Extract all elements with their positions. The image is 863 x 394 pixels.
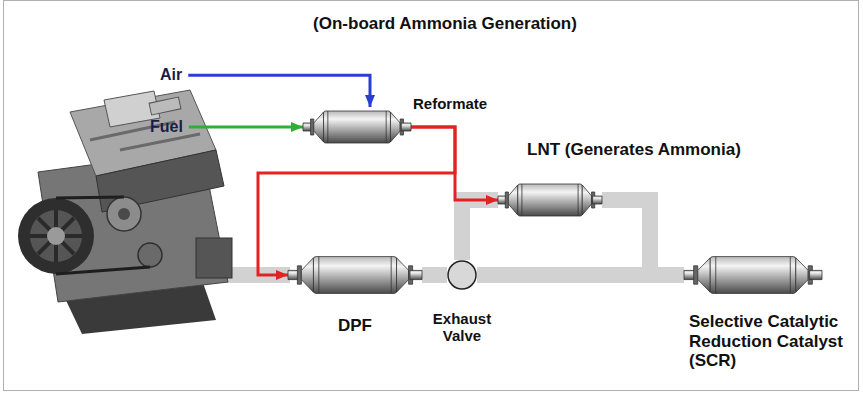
fan-blades [30,210,82,262]
label-box: Reformate [413,95,508,112]
exhaust-manifold [196,238,232,278]
flow-arrow [258,127,455,275]
diagram-title: (On-board Ammonia Generation) [290,14,600,34]
canister-part [578,184,579,216]
frame [4,1,859,391]
canister-part [301,258,313,293]
canister-part [313,257,396,294]
exhaust-pipe [477,267,684,283]
canister-part [397,258,409,293]
canister-part [521,184,522,216]
hose [120,134,200,150]
alternator-pulley [118,208,130,220]
canister-part [324,111,391,143]
canister-outline [303,107,411,147]
idler-pulley [138,243,162,267]
valve-circle [448,261,476,289]
canister-part [710,257,796,294]
canister-part [790,257,791,294]
canister-part [582,185,591,215]
exhaust-pipe [462,200,498,260]
sensor [149,97,181,115]
node-label: Reformate [413,95,508,112]
input-label: Fuel [150,118,183,136]
dpf-canister: DPF [288,252,422,298]
canister-part [386,111,387,143]
canister-part [593,196,602,204]
label-box: Exhaust Valve [417,310,507,345]
canister-part [314,112,324,142]
canister-part [694,266,698,284]
canister-part [410,270,422,279]
node-label: Exhaust Valve [417,310,507,345]
flow-arrow [188,75,370,107]
canister-part [698,258,710,293]
canister-part [796,258,808,293]
node-label: Selective Catalytic Reduction Catalyst (… [689,312,854,371]
canister-outline [288,252,422,298]
canister-part [391,257,392,294]
fan [18,198,94,274]
reformer-canister: Reformate [303,107,411,147]
exhaust-pipe [422,267,447,283]
canister-part [401,123,411,131]
input-label: Air [160,66,182,84]
canister-part [508,185,517,215]
canister-outline [684,252,822,298]
label-box: DPF [288,316,422,336]
canister-part [318,257,319,294]
canister-part [390,112,400,142]
fan-shroud [30,210,82,262]
scr-canister: Selective Catalytic Reduction Catalyst (… [684,252,822,298]
canister-part [518,184,582,216]
canister-part [810,270,822,279]
label-box: LNT (Generates Ammonia) [527,140,787,160]
canister-part [505,192,508,208]
exhaust-valve: Exhaust Valve [447,260,477,290]
drive-belt [56,197,150,274]
node-label: LNT (Generates Ammonia) [527,140,787,160]
canister-part [715,257,716,294]
exhaust-pipe [602,200,684,275]
fan-hub [47,227,65,245]
alternator [107,197,141,231]
node-label: Fuel [150,118,183,136]
flow-arrow [189,126,303,129]
valve-outline [447,260,477,290]
canister-outline [498,180,602,220]
node-label: Air [160,66,182,84]
title-box: (On-board Ammonia Generation) [290,14,600,34]
label-box: Selective Catalytic Reduction Catalyst (… [689,312,854,371]
canister-part [297,266,301,284]
canister-part [311,119,314,135]
node-label: DPF [288,316,422,336]
lnt-canister: LNT (Generates Ammonia) [498,180,602,220]
canister-part [327,111,328,143]
